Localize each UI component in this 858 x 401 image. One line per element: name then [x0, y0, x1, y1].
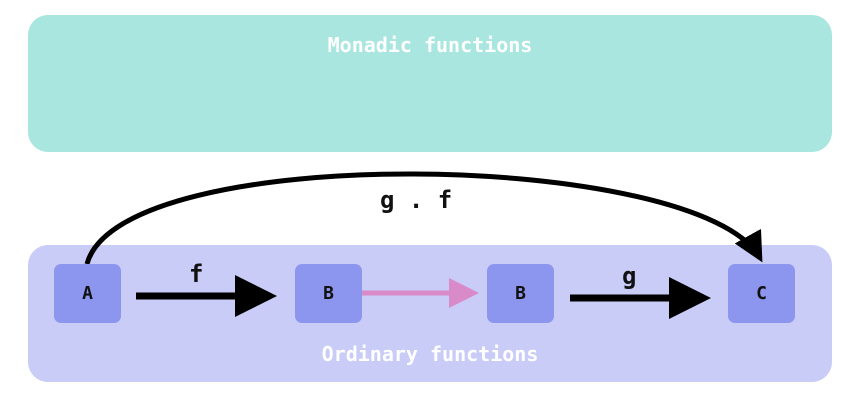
node-a: A: [54, 264, 121, 323]
node-b-second: B: [487, 264, 554, 323]
f-label: f: [189, 260, 204, 288]
monadic-functions-title: Monadic functions: [327, 33, 533, 57]
monadic-functions-panel: Monadic functions: [28, 15, 832, 152]
g-label: g: [622, 262, 637, 290]
node-b-first: B: [295, 264, 362, 323]
ordinary-functions-panel: Ordinary functions: [28, 245, 832, 382]
ordinary-functions-title: Ordinary functions: [321, 342, 539, 366]
node-c: C: [728, 264, 795, 323]
composition-label: g . f: [380, 186, 453, 214]
